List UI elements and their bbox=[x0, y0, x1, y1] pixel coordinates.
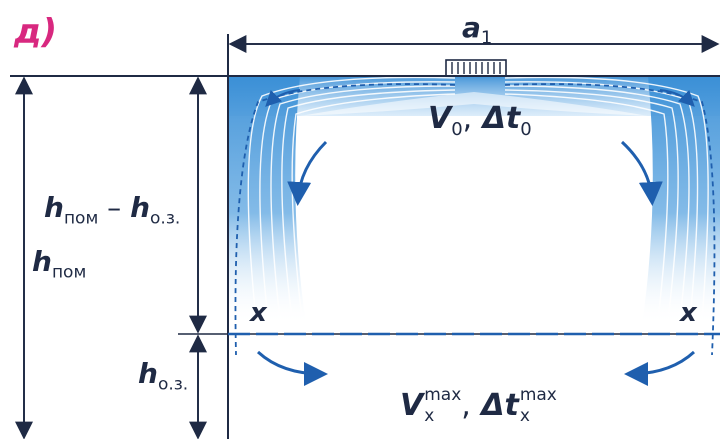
arrow-floor-left bbox=[256, 350, 328, 386]
supply-v-sub: 0 bbox=[451, 119, 463, 140]
upper-h-sub-b: о.з. bbox=[150, 208, 181, 229]
supply-label: V0, Δt0 bbox=[428, 104, 532, 139]
upper-height-label: hпом – hо.з. bbox=[44, 194, 180, 228]
supply-diffuser bbox=[445, 59, 507, 77]
upper-h-main-b: h bbox=[130, 191, 151, 224]
bottom-dt-sub: x bbox=[519, 406, 530, 427]
room-h-main: h bbox=[32, 245, 52, 278]
room-h-sub: пом bbox=[51, 262, 87, 283]
bottom-dt-main: Δt bbox=[481, 387, 519, 423]
arrow-floor-right bbox=[624, 350, 696, 386]
bottom-v-main: V bbox=[400, 387, 424, 423]
supply-separator: , bbox=[462, 101, 473, 136]
upper-h-dash: – bbox=[98, 191, 131, 224]
supply-dt-sub: 0 bbox=[520, 119, 532, 140]
working-zone-height-label: hо.з. bbox=[138, 360, 188, 394]
supply-v-main: V bbox=[428, 101, 452, 136]
arrow-down-left bbox=[287, 140, 328, 206]
panel-letter: д) bbox=[14, 12, 57, 52]
jet-boundary-dashed bbox=[234, 83, 716, 356]
x-label-left: x bbox=[250, 298, 267, 328]
upper-h-main-a: h bbox=[44, 191, 64, 224]
circulation-arrows bbox=[256, 140, 696, 386]
arrow-down-right bbox=[620, 140, 663, 206]
upper-h-sub-a: пом bbox=[63, 208, 99, 229]
oz-h-sub: о.з. bbox=[157, 374, 189, 395]
room-height-label: hпом bbox=[32, 248, 86, 282]
width-label-main: a bbox=[462, 11, 481, 44]
width-label: a1 bbox=[462, 14, 492, 48]
bottom-v-sub: x bbox=[424, 406, 435, 427]
outlet-arrows bbox=[265, 89, 695, 107]
oz-h-main: h bbox=[138, 357, 158, 390]
bottom-dt-sup: max bbox=[519, 385, 557, 405]
supply-dt-main: Δt bbox=[482, 101, 521, 136]
x-label-right: x bbox=[680, 298, 697, 328]
bottom-v-sup: max bbox=[424, 385, 462, 405]
working-zone-params-label: V max x , Δt max x bbox=[400, 385, 557, 427]
width-label-sub: 1 bbox=[480, 27, 493, 49]
bottom-separator: , bbox=[461, 387, 471, 423]
